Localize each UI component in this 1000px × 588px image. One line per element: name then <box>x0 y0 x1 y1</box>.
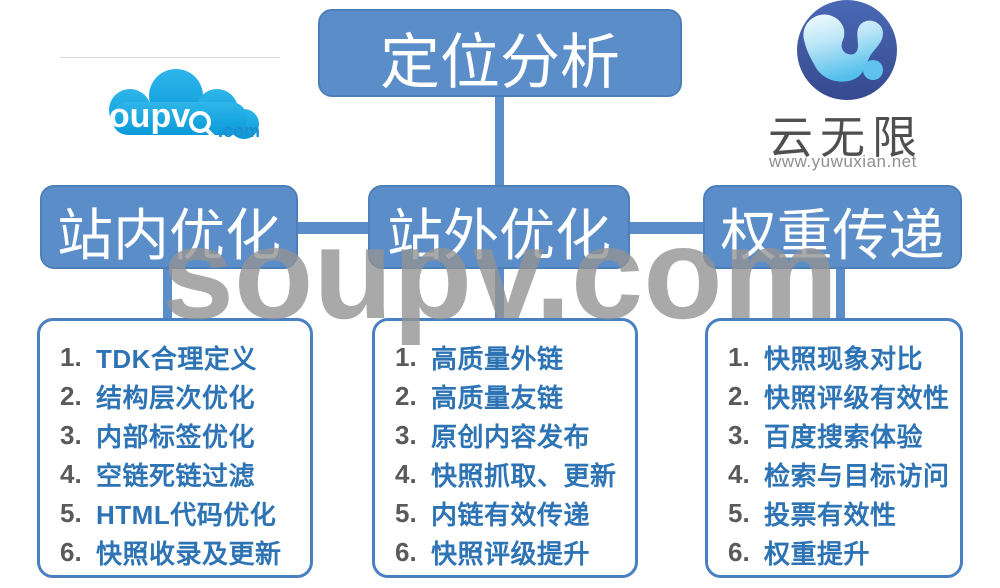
item-text: 快照收录及更新 <box>96 539 282 569</box>
connector-left-to-center <box>296 222 372 234</box>
item-text: 高质量友链 <box>431 383 564 413</box>
item-text: 原创内容发布 <box>431 422 591 452</box>
list-item: 4. 检索与目标访问 <box>708 455 960 494</box>
item-number: 1. <box>395 342 417 372</box>
item-text: 内链有效传递 <box>431 500 591 530</box>
item-text: 检索与目标访问 <box>764 461 950 491</box>
item-number: 5. <box>728 498 750 528</box>
item-text: TDK合理定义 <box>96 344 257 374</box>
list-item: 4. 快照抓取、更新 <box>375 455 635 494</box>
list-item: 5. 内链有效传递 <box>375 494 635 533</box>
item-text: 百度搜索体验 <box>764 422 924 452</box>
item-number: 1. <box>728 342 750 372</box>
item-number: 2. <box>395 381 417 411</box>
item-number: 3. <box>728 420 750 450</box>
item-text: 快照评级提升 <box>431 539 591 569</box>
connector-left-branch-to-list <box>163 264 172 320</box>
logo-v-blob <box>803 14 883 82</box>
list-item: 3. 原创内容发布 <box>375 416 635 455</box>
item-number: 6. <box>60 537 82 567</box>
list-item: 3. 百度搜索体验 <box>708 416 960 455</box>
list-weight: 1. 快照现象对比 2. 快照评级有效性 3. 百度搜索体验 4. 检索与目标访… <box>705 318 963 578</box>
magnifier-icon <box>189 111 217 140</box>
item-number: 6. <box>395 537 417 567</box>
branch-node-onsite: 站内优化 <box>40 185 298 269</box>
connector-center-to-right <box>628 222 707 234</box>
list-item: 1. 快照现象对比 <box>708 338 960 377</box>
yunwuxian-url: www.yuwuxian.net <box>769 152 917 171</box>
connector-center-branch-to-list <box>495 264 504 320</box>
item-text: 权重提升 <box>764 539 871 569</box>
list-item: 6. 快照收录及更新 <box>40 533 310 572</box>
item-text: 投票有效性 <box>764 500 897 530</box>
list-item: 4. 空链死链过滤 <box>40 455 310 494</box>
soupv-logo: soupv .com <box>60 57 280 153</box>
item-number: 2. <box>728 381 750 411</box>
list-onsite: 1. TDK合理定义 2. 结构层次优化 3. 内部标签优化 4. 空链死链过滤… <box>37 318 313 578</box>
list-item: 1. 高质量外链 <box>375 338 635 377</box>
list-offsite: 1. 高质量外链 2. 高质量友链 3. 原创内容发布 4. 快照抓取、更新 5… <box>372 318 638 578</box>
item-number: 5. <box>60 498 82 528</box>
item-text: 快照评级有效性 <box>764 383 950 413</box>
item-number: 2. <box>60 381 82 411</box>
item-number: 4. <box>60 459 82 489</box>
list-item: 1. TDK合理定义 <box>40 338 310 377</box>
list-item: 6. 权重提升 <box>708 533 960 572</box>
item-text: 结构层次优化 <box>96 383 256 413</box>
soupv-logo-tld: .com <box>218 121 260 141</box>
item-text: 高质量外链 <box>431 344 564 374</box>
branch-node-offsite: 站外优化 <box>368 185 630 269</box>
list-item: 3. 内部标签优化 <box>40 416 310 455</box>
list-item: 6. 快照评级提升 <box>375 533 635 572</box>
yunwuxian-name: 云无限 <box>768 112 925 163</box>
item-text: 快照抓取、更新 <box>431 461 617 491</box>
item-text: 快照现象对比 <box>764 344 924 374</box>
list-item: 5. HTML代码优化 <box>40 494 310 533</box>
list-item: 2. 高质量友链 <box>375 377 635 416</box>
item-number: 3. <box>60 420 82 450</box>
connector-right-branch-to-list <box>836 264 845 320</box>
yunwuxian-logo: 云无限 www.yuwuxian.net <box>765 0 945 180</box>
item-text: 内部标签优化 <box>96 422 256 452</box>
soupv-cloud-logo: soupv .com <box>90 69 260 141</box>
item-number: 3. <box>395 420 417 450</box>
logo-dot <box>863 60 883 80</box>
list-item: 2. 结构层次优化 <box>40 377 310 416</box>
root-node-label: 定位分析 <box>380 28 620 96</box>
item-number: 5. <box>395 498 417 528</box>
root-node: 定位分析 <box>318 9 682 97</box>
item-text: 空链死链过滤 <box>96 461 256 491</box>
branch-node-label: 站外优化 <box>387 203 611 267</box>
connector-root-to-center <box>495 95 504 190</box>
list-item: 5. 投票有效性 <box>708 494 960 533</box>
item-number: 1. <box>60 342 82 372</box>
branch-node-weight: 权重传递 <box>703 185 962 269</box>
list-item: 2. 快照评级有效性 <box>708 377 960 416</box>
yunwuxian-logo-icon <box>797 0 897 100</box>
soupv-logo-text: soupv <box>90 97 190 135</box>
branch-node-label: 站内优化 <box>57 203 281 267</box>
item-number: 4. <box>728 459 750 489</box>
cloud-icon <box>109 69 259 139</box>
item-number: 4. <box>395 459 417 489</box>
branch-node-label: 权重传递 <box>720 203 945 267</box>
item-text: HTML代码优化 <box>96 500 277 530</box>
item-number: 6. <box>728 537 750 567</box>
